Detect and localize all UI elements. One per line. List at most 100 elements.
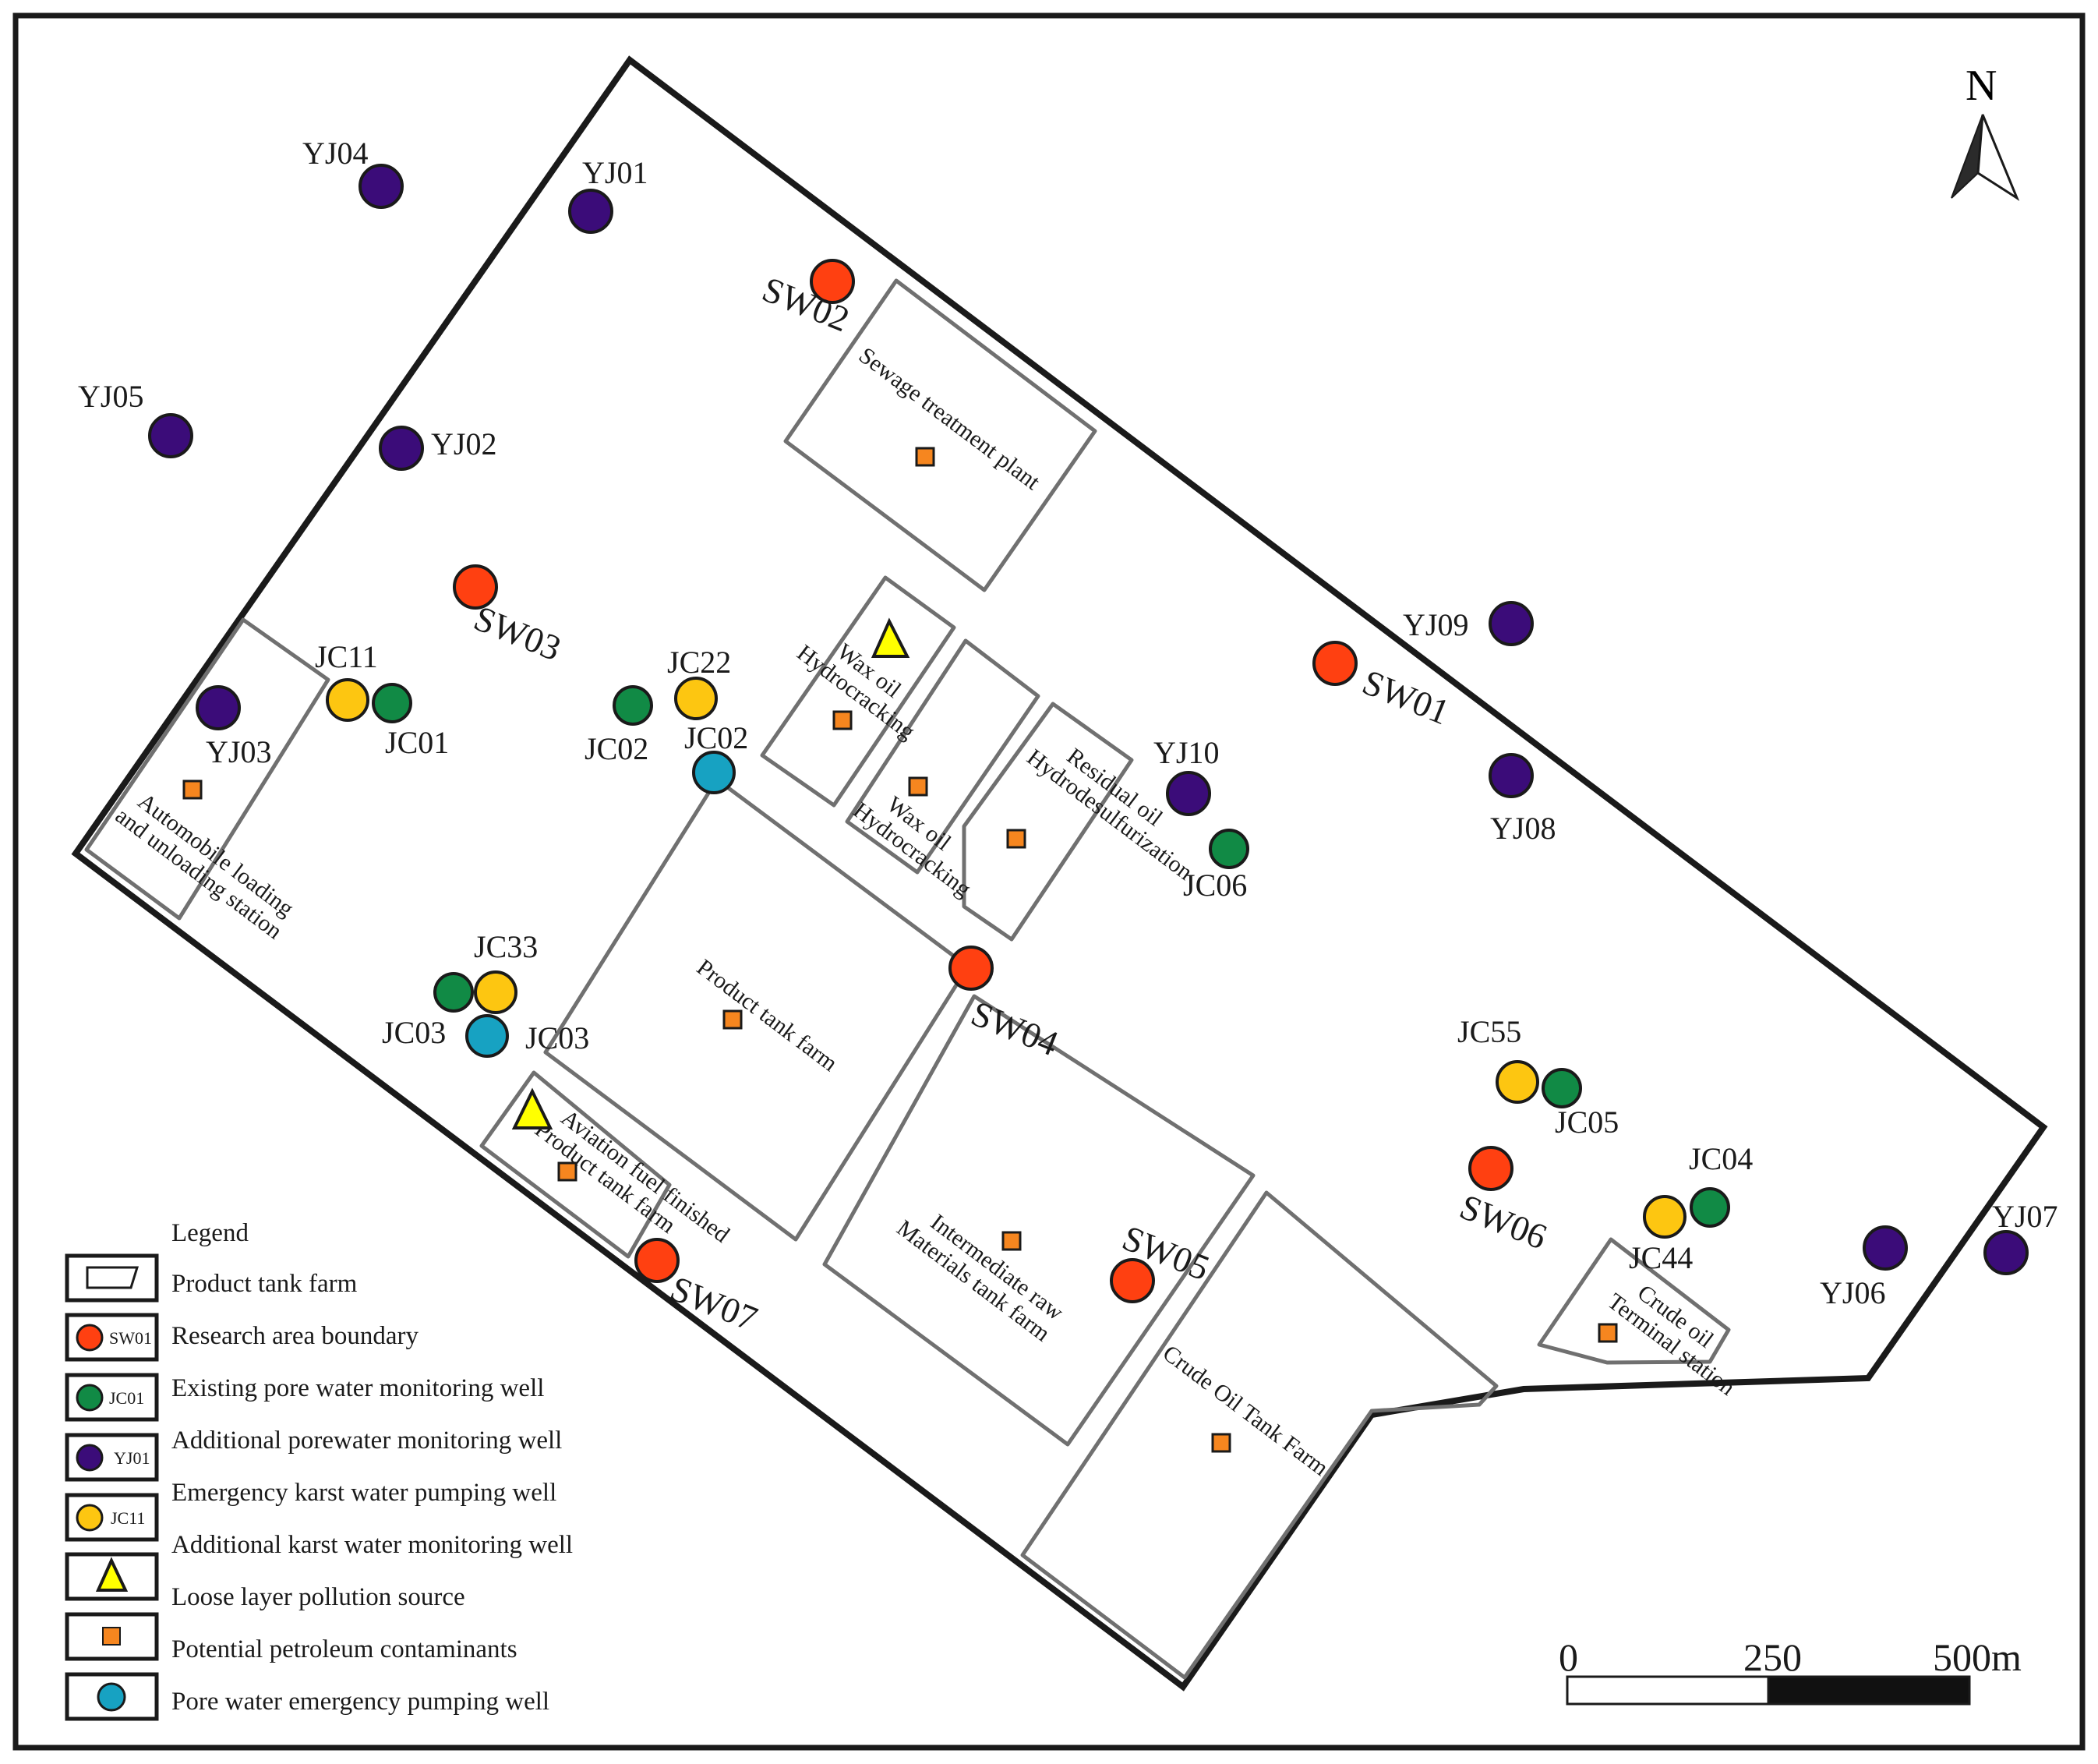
legend-swatch-jc-text: JC01 [109,1388,144,1408]
contaminant-marker [722,1009,743,1030]
label-yj05: YJ05 [78,379,143,414]
legend-swatch-sw [76,1324,104,1352]
legend-label-7: Loose layer pollution source [171,1583,465,1611]
well-sw02 [810,259,855,304]
legend-swatch-cyan [97,1682,126,1712]
label-yj02: YJ02 [431,426,496,461]
label-yj07: YJ07 [1992,1199,2057,1234]
product-farm-outline [543,777,970,1242]
legend-swatch-yj-text: YJ01 [114,1448,150,1468]
sewage-plant-outline [783,278,1097,592]
legend-label-5: Emergency karst water pumping well [171,1479,556,1507]
well-jc33 [474,970,517,1014]
terminal-outline [1537,1237,1731,1365]
legend-label-1: Product tank farm [171,1270,358,1298]
contaminant-marker [1598,1323,1618,1343]
label-jc22: JC22 [667,645,731,680]
legend-swatch-yj [76,1444,104,1472]
facility-outlines [84,278,1731,1680]
legend-swatch-jc-yellow [76,1504,104,1532]
contaminant-marker [1001,1231,1022,1251]
well-jc22 [674,677,718,720]
well-sw01 [1312,641,1358,686]
legend-label-8: Potential petroleum contaminants [171,1635,517,1663]
well-jc01 [372,683,412,723]
label-jc02b: JC02 [684,720,748,755]
label-jc55: JC55 [1457,1014,1521,1049]
well-jc02-cyan [692,751,736,794]
label-jc03b: JC03 [525,1020,589,1055]
legend-swatch-jc11-text: JC11 [111,1508,145,1528]
legend-swatch-sw-text: SW01 [109,1328,152,1348]
contaminant-marker [1006,829,1026,849]
label-jc03a: JC03 [382,1015,446,1050]
contaminant-marker [832,710,853,730]
label-yj06: YJ06 [1820,1275,1885,1310]
well-jc03-cyan [465,1014,509,1058]
label-jc33: JC33 [474,929,538,964]
wax1-outline [760,575,956,808]
legend-swatch-contaminant [102,1627,121,1646]
label-yj08: YJ08 [1490,811,1556,846]
label-jc04: JC04 [1689,1141,1753,1176]
auto-station-outline [84,617,330,921]
well-jc03-green [433,972,474,1013]
well-jc55 [1496,1060,1539,1104]
label-jc05: JC05 [1555,1105,1619,1140]
legend-label-9: Pore water emergency pumping well [171,1688,549,1716]
north-arrow: N [1951,62,2020,201]
label-yj04: YJ04 [302,136,368,171]
well-yj01 [568,189,613,234]
legend-swatch-tank-farm [86,1266,140,1289]
well-yj09 [1489,601,1534,646]
well-yj10 [1166,771,1211,816]
label-jc01: JC01 [385,725,449,760]
crude-farm-outline [1020,1190,1499,1680]
well-jc44 [1643,1195,1687,1239]
well-sw04 [948,946,994,991]
legend-swatch-jc-green [76,1384,104,1412]
well-yj03 [196,685,241,730]
resid-outline [962,702,1134,942]
well-yj07 [1983,1230,2029,1275]
aviation-outline [479,1070,672,1259]
label-yj10: YJ10 [1153,735,1219,770]
contaminant-marker [1211,1433,1231,1453]
scale-label-250: 250 [1743,1635,1802,1679]
scale-bar-black [1767,1675,1971,1706]
well-jc04 [1690,1187,1730,1228]
scale-bar-white [1566,1675,1770,1706]
label-jc02a: JC02 [585,731,648,766]
legend-swatch-triangle [95,1557,129,1592]
well-yj04 [358,164,404,209]
well-yj05 [148,413,193,458]
legend: Legend SW01 JC01 YJ01 JC11 Product tank … [65,1219,573,1721]
label-jc11: JC11 [315,639,378,674]
well-jc05 [1542,1068,1582,1108]
intermediate-farm-outline [822,994,1256,1447]
well-yj02 [379,426,424,471]
contaminant-marker [915,447,935,467]
label-yj01: YJ01 [582,155,648,190]
scale-label-500m: 500m [1933,1635,2022,1679]
scale-bar: 0 250 500m [1559,1635,2022,1706]
label-yj03: YJ03 [206,734,271,769]
legend-label-4: Additional porewater monitoring well [171,1426,562,1455]
well-jc11 [326,678,369,722]
well-sw05 [1110,1258,1155,1303]
scale-label-0: 0 [1559,1635,1578,1679]
legend-title: Legend [171,1219,249,1247]
label-jc44: JC44 [1629,1240,1693,1275]
well-jc02-green [613,685,653,726]
pollution-source-triangle [511,1087,553,1129]
north-arrow-light [1976,114,2020,201]
wax2-outline [845,638,1040,875]
contaminant-marker [182,779,203,800]
well-sw03 [453,564,498,610]
label-jc06: JC06 [1183,868,1247,903]
well-yj06 [1863,1225,1908,1271]
legend-label-6: Additional karst water monitoring well [171,1531,573,1559]
well-sw06 [1468,1146,1513,1191]
